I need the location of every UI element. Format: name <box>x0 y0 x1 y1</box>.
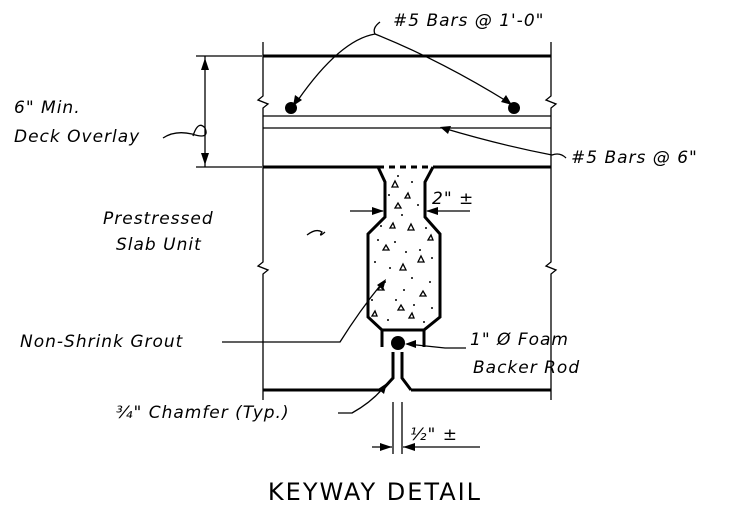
label-grout: Non-Shrink Grout <box>20 332 184 352</box>
drawing-title: KEYWAY DETAIL <box>268 478 482 506</box>
section-right-boundary <box>544 42 558 400</box>
label-overlay-line2: Deck Overlay <box>14 127 140 147</box>
keyway-width-dimension <box>350 207 470 215</box>
leader-overlay <box>162 124 207 139</box>
label-bars-6: #5 Bars @ 6" <box>571 148 698 168</box>
label-foam-line2: Backer Rod <box>473 358 580 378</box>
bottom-joint-left <box>380 352 395 392</box>
label-bars-top: #5 Bars @ 1'-0" <box>393 11 544 31</box>
leader-chamfer <box>338 383 387 414</box>
rebar-dot-right <box>508 102 520 114</box>
label-chamfer: ¾" Chamfer (Typ.) <box>116 403 290 423</box>
label-keyway-width: 2" ± <box>432 189 474 209</box>
leader-slab <box>306 229 326 236</box>
bottom-joint-right <box>400 352 413 391</box>
grout-aggregate-pattern <box>370 179 434 319</box>
label-foam-line1: 1" Ø Foam <box>470 330 569 350</box>
label-slab-line1: Prestressed <box>103 209 214 229</box>
leader-foam <box>405 340 466 349</box>
foam-backer-rod <box>391 336 405 350</box>
leader-grout <box>222 279 386 343</box>
grout-dots <box>371 175 433 323</box>
label-slab-line2: Slab Unit <box>116 235 202 255</box>
label-overlay-line1: 6" Min. <box>14 98 81 118</box>
keyway-outline <box>366 166 442 347</box>
section-left-boundary <box>256 42 270 400</box>
leader-bars-6 <box>440 126 567 159</box>
gap-dimension <box>372 402 480 454</box>
overlay-dimension <box>196 55 262 168</box>
label-gap: ½" ± <box>410 425 458 445</box>
leader-bars-top <box>293 21 512 106</box>
